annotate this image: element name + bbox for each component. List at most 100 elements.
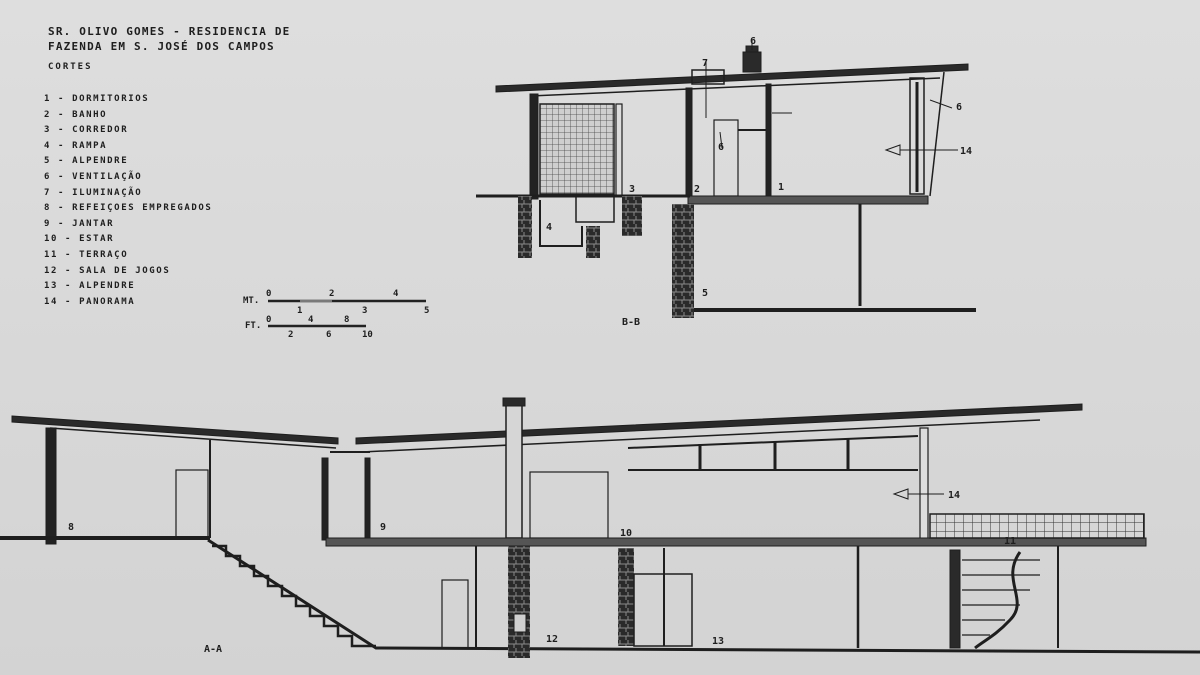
aa-ceiling-left [49, 427, 337, 449]
bb-wall-corridor [615, 103, 623, 197]
bb-tag-bath: 2 [694, 184, 700, 195]
legend-item: 3 - CORREDOR [44, 125, 129, 136]
bb-corridor-wall [622, 196, 642, 236]
aa-chimney [505, 403, 523, 539]
scale-ft-top-8: 8 [344, 315, 349, 325]
bb-ramp-wall-left [518, 196, 532, 258]
aa-section-label: A-A [204, 644, 222, 655]
aa-spiral-post [949, 549, 961, 649]
aa-clerestory-top [627, 435, 919, 449]
bb-tag-light: 7 [702, 58, 708, 69]
section-aa [0, 397, 1200, 658]
legend-item: 14 - PANORAMA [44, 296, 136, 307]
bb-wall-bath [685, 87, 693, 197]
bb-bath-cabinet [713, 119, 739, 197]
section-bb [476, 40, 976, 318]
bb-tag-vent-top: 6 [750, 36, 756, 47]
bb-skylight [691, 69, 725, 85]
scale-ft-bottom-6: 6 [326, 330, 331, 340]
legend-item: 8 - REFEIÇOES EMPREGADOS [44, 203, 213, 214]
title-line-1: SR. OLIVO GOMES - RESIDENCIA DE [48, 25, 291, 38]
aa-stone-chimney-base [508, 546, 530, 658]
bb-glass-blocks [539, 103, 615, 195]
legend: 1 - DORMITORIOS 2 - BANHO 3 - CORREDOR 4… [44, 92, 212, 310]
scale-mt-label: MT. [243, 296, 259, 306]
legend-item: 5 - ALPENDRE [44, 156, 129, 167]
aa-tag-staff-dining: 8 [68, 522, 74, 533]
bb-ceiling [529, 77, 941, 97]
bb-floor-slab [687, 195, 929, 205]
aa-tag-panorama: 14 [948, 490, 960, 501]
bb-stone-pier [672, 204, 694, 318]
legend-item: 7 - ILUMINAÇÃO [44, 187, 143, 198]
legend-item: 4 - RAMPA [44, 140, 108, 151]
scale-mt-top-0: 0 [266, 289, 271, 299]
aa-exterior-stair [212, 544, 376, 648]
legend-item: 11 - TERRAÇO [44, 249, 129, 260]
bb-left-wall [529, 93, 539, 200]
aa-wall-dining-2 [364, 457, 371, 541]
scale-mt-bottom-5: 5 [424, 306, 429, 316]
bb-vent-cap [742, 51, 762, 73]
legend-item: 13 - ALPENDRE [44, 281, 136, 292]
bb-tag-vent-right: 6 [956, 102, 962, 113]
aa-wall-left [45, 427, 57, 545]
scale-bars: MT. 0 2 4 1 3 5 FT. 0 4 8 2 6 10 [243, 289, 429, 340]
bb-window-slope [929, 71, 945, 197]
title-line-2: FAZENDA EM S. JOSÉ DOS CAMPOS [48, 40, 275, 53]
aa-fireplace-box [529, 471, 609, 539]
aa-roof-left [11, 415, 339, 445]
legend-item: 10 - ESTAR [44, 234, 115, 245]
sections-heading: CORTES [48, 62, 93, 72]
bb-tag-porch: 5 [702, 288, 708, 299]
aa-wall-dining [321, 457, 329, 541]
scale-mt-bottom-3: 3 [362, 306, 367, 316]
legend-item: 6 - VENTILAÇÃO [44, 171, 143, 182]
aa-wall-living [919, 427, 929, 541]
bb-section-label: B-B [622, 317, 640, 328]
aa-tag-dining: 9 [380, 522, 386, 533]
aa-spiral-treads [962, 559, 1040, 636]
bb-tag-ramp: 4 [546, 222, 552, 233]
bb-vent-bath-arrow [719, 131, 723, 149]
aa-door-lower [441, 579, 469, 649]
legend-item: 12 - SALA DE JOGOS [44, 265, 171, 276]
bb-panorama-arrow [884, 144, 901, 156]
aa-tag-living: 10 [620, 528, 632, 539]
scale-mt-bottom-1: 1 [297, 306, 302, 316]
legend-item: 1 - DORMITORIOS [44, 94, 150, 104]
scale-mt-top-2: 2 [329, 289, 334, 299]
aa-panorama-arrow [892, 488, 909, 500]
aa-tag-game-room: 12 [546, 634, 558, 645]
section-bb-tags: 1 2 3 4 5 6 6 6 7 14 B-B [546, 36, 972, 328]
bb-corridor-step [575, 196, 615, 223]
bb-window-frame [909, 77, 925, 195]
legend-item: 2 - BANHO [44, 109, 108, 120]
aa-tag-porch: 13 [712, 636, 724, 647]
aa-floor-main [325, 537, 1147, 547]
aa-tag-terrace: 11 [1004, 536, 1016, 547]
drawing-title: SR. OLIVO GOMES - RESIDENCIA DE FAZENDA … [48, 24, 291, 54]
scale-mt-top-4: 4 [393, 289, 399, 299]
scale-ft-bottom-2: 2 [288, 330, 293, 340]
section-aa-tags: 8 9 10 11 12 13 14 A-A [68, 490, 1016, 655]
bb-roof [495, 63, 969, 93]
bb-tag-vent-bath: 6 [718, 142, 724, 153]
bb-tag-bedrooms: 1 [778, 182, 784, 193]
aa-terrace-railing [929, 513, 1145, 539]
scale-ft-label: FT. [245, 321, 261, 331]
bb-ramp [539, 200, 583, 247]
bb-vent-right-arrow [929, 99, 953, 109]
aa-ground-line [207, 538, 1200, 654]
aa-door-staff [175, 469, 209, 539]
bb-tag-corridor: 3 [629, 184, 635, 195]
bb-wall-bedroom [765, 83, 772, 200]
aa-ceiling-right [361, 419, 1041, 453]
aa-stone-wall [618, 548, 634, 646]
aa-chimney-cap [502, 397, 526, 407]
aa-hearth [513, 613, 527, 633]
scale-ft-bottom-10: 10 [362, 330, 373, 340]
bb-ramp-wall-right [586, 226, 600, 258]
aa-roof-right [355, 403, 1083, 445]
